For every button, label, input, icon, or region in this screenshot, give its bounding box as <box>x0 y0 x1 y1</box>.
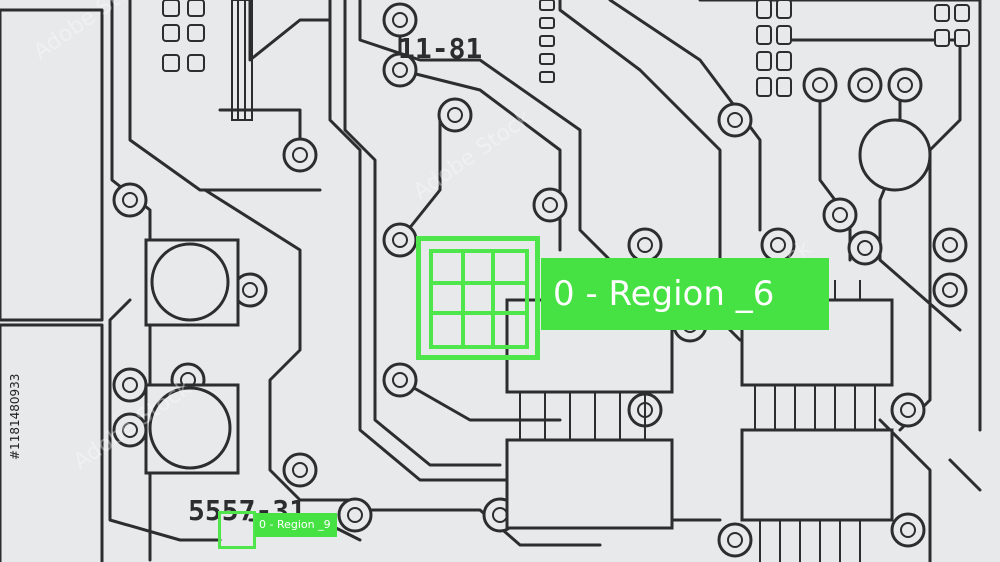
top-left-pad-grid <box>162 0 205 72</box>
silkscreen-label-top: 11-81 <box>398 32 482 65</box>
left-panel-block <box>0 8 104 322</box>
connector-strip <box>231 0 253 121</box>
trace <box>358 0 612 262</box>
large-round-pad <box>858 118 932 192</box>
trace <box>128 0 322 192</box>
left-panel-block-lower <box>0 323 104 562</box>
trace <box>398 378 562 422</box>
stock-id-label: #1181480933 <box>8 373 22 460</box>
trace <box>948 458 982 492</box>
round-pads <box>112 2 968 558</box>
detection-box-secondary <box>218 511 256 549</box>
top-right-pad-grid <box>756 0 970 97</box>
trace <box>878 418 932 562</box>
detection-box-primary <box>416 236 540 360</box>
trace <box>203 188 362 502</box>
via-ladder <box>539 0 555 83</box>
trace <box>343 0 502 467</box>
square-component-pads <box>144 238 240 475</box>
detection-grid-icon <box>429 249 529 349</box>
trace <box>698 0 982 432</box>
trace <box>108 298 222 542</box>
trace <box>398 108 442 242</box>
trace <box>818 88 852 262</box>
trace <box>248 0 332 62</box>
detection-label-primary: 0 - Region _6 <box>541 258 829 330</box>
trace <box>218 108 302 152</box>
detection-label-secondary: 0 - Region _9 <box>255 513 337 537</box>
trace <box>788 38 962 432</box>
svg-text:Adobe Stock: Adobe Stock <box>409 105 536 204</box>
trace <box>608 0 762 232</box>
